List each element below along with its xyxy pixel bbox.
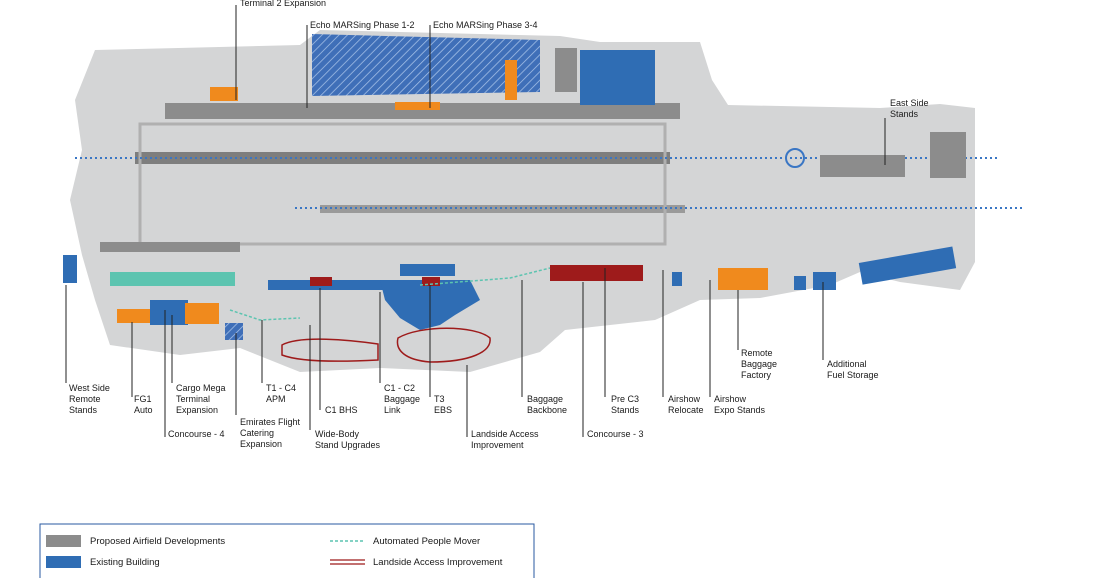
- label-echo34: Echo MARSing Phase 3-4: [433, 20, 538, 30]
- svg-text:C1 - C2: C1 - C2: [384, 383, 415, 393]
- landside-loop-east: [396, 327, 491, 363]
- svg-text:Airshow: Airshow: [714, 394, 747, 404]
- echo-orange-column: [505, 60, 517, 100]
- svg-text:Remote: Remote: [741, 348, 773, 358]
- svg-text:Cargo Mega: Cargo Mega: [176, 383, 226, 393]
- svg-text:Remote: Remote: [69, 394, 101, 404]
- leader-lines: [65, 5, 886, 437]
- svg-text:Expo Stands: Expo Stands: [714, 405, 766, 415]
- landside-loop-west: [281, 338, 379, 362]
- runway-south: [320, 205, 685, 213]
- fuel-storage-small: [794, 276, 806, 290]
- svg-text:West Side: West Side: [69, 383, 110, 393]
- east-roundabout: [785, 148, 805, 168]
- svg-text:Backbone: Backbone: [527, 405, 567, 415]
- echo-orange-stands: [395, 102, 440, 110]
- callout-labels: Terminal 2 Expansion Echo MARSing Phase …: [69, 0, 929, 450]
- svg-text:Stands: Stands: [611, 405, 640, 415]
- terminal2-expansion: [210, 87, 238, 101]
- north-building-gray: [555, 48, 577, 92]
- runway-north: [135, 152, 670, 164]
- svg-text:Concourse - 4: Concourse - 4: [168, 429, 225, 439]
- svg-text:Link: Link: [384, 405, 401, 415]
- cargo-mega-terminal: [185, 303, 219, 324]
- emirates-catering: [225, 323, 243, 340]
- svg-text:Stands: Stands: [890, 109, 919, 119]
- legend-existing-label: Existing Building: [90, 557, 160, 568]
- svg-text:T1 - C4: T1 - C4: [266, 383, 296, 393]
- svg-text:T3: T3: [434, 394, 445, 404]
- svg-text:Baggage: Baggage: [527, 394, 563, 404]
- apm-route: [229, 267, 551, 321]
- concourse-3: [550, 265, 643, 281]
- legend-landside-label: Landside Access Improvement: [373, 557, 503, 568]
- west-remote-building: [63, 255, 77, 283]
- legend-swatch-existing: [46, 556, 81, 568]
- svg-text:Landside Access: Landside Access: [471, 429, 539, 439]
- svg-text:Concourse - 3: Concourse - 3: [587, 429, 644, 439]
- svg-text:Auto: Auto: [134, 405, 153, 415]
- legend-box: [39, 523, 535, 578]
- east-side-stands-base: [820, 155, 905, 177]
- cargo-existing: [150, 300, 188, 325]
- label-terminal2: Terminal 2 Expansion: [240, 0, 326, 8]
- fuel-storage: [813, 272, 836, 290]
- svg-text:Relocate: Relocate: [668, 405, 704, 415]
- svg-text:Pre C3: Pre C3: [611, 394, 639, 404]
- svg-text:Baggage: Baggage: [384, 394, 420, 404]
- legend-airfield-label: Proposed Airfield Developments: [90, 536, 225, 547]
- svg-text:Airshow: Airshow: [668, 394, 701, 404]
- svg-text:Improvement: Improvement: [471, 440, 524, 450]
- east-building-gray: [930, 132, 966, 178]
- svg-text:Expansion: Expansion: [240, 439, 282, 449]
- svg-text:Stand Upgrades: Stand Upgrades: [315, 440, 381, 450]
- svg-text:East Side: East Side: [890, 98, 929, 108]
- fg1-auto: [117, 309, 150, 323]
- svg-text:APM: APM: [266, 394, 286, 404]
- svg-text:Factory: Factory: [741, 370, 772, 380]
- north-apron-strip: [165, 103, 680, 119]
- east-existing-building: [858, 246, 957, 285]
- c1-bhs: [310, 277, 332, 286]
- label-echo12: Echo MARSing Phase 1-2: [310, 20, 415, 30]
- svg-text:Terminal: Terminal: [176, 394, 210, 404]
- t3-pier: [400, 264, 455, 276]
- svg-text:Additional: Additional: [827, 359, 867, 369]
- svg-text:Fuel Storage: Fuel Storage: [827, 370, 879, 380]
- airshow-relocate-building: [672, 272, 682, 286]
- legend-swatch-airfield: [46, 535, 81, 547]
- svg-text:Emirates Flight: Emirates Flight: [240, 417, 301, 427]
- taxiway-band: [138, 122, 667, 246]
- svg-text:Baggage: Baggage: [741, 359, 777, 369]
- svg-text:Wide-Body: Wide-Body: [315, 429, 360, 439]
- svg-text:FG1: FG1: [134, 394, 152, 404]
- svg-text:Stands: Stands: [69, 405, 98, 415]
- svg-text:Catering: Catering: [240, 428, 274, 438]
- t3-ebs: [422, 277, 440, 286]
- airshow-expo-stands: [718, 268, 768, 290]
- svg-text:Expansion: Expansion: [176, 405, 218, 415]
- svg-text:C1 BHS: C1 BHS: [325, 405, 358, 415]
- west-apron-top: [100, 242, 240, 252]
- svg-text:EBS: EBS: [434, 405, 452, 415]
- west-apm-area: [110, 272, 235, 286]
- legend-apm-label: Automated People Mover: [373, 536, 480, 547]
- echo-marsing-hatched-area: [312, 34, 540, 96]
- map-legend: Proposed Airfield Developments Existing …: [39, 523, 535, 578]
- existing-building-north: [580, 50, 655, 105]
